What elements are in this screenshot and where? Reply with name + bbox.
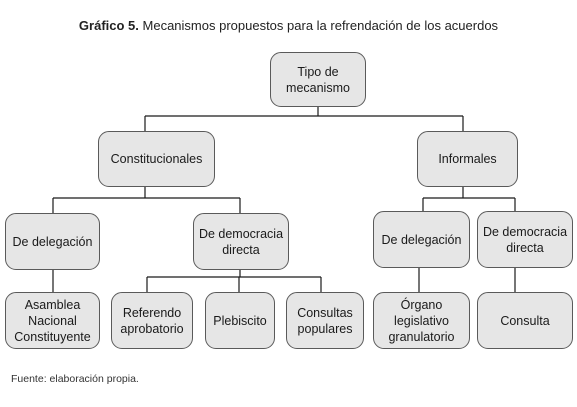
figure-caption: Gráfico 5. Mecanismos propuestos para la… (0, 18, 577, 33)
node-constitucionales: Constitucionales (98, 131, 215, 187)
node-de-democracia-directa-informal: De democracia directa (477, 211, 573, 268)
node-de-democracia-directa-constitucional: De democracia directa (193, 213, 289, 270)
figure-label: Gráfico 5. (78, 18, 139, 33)
node-referendo-aprobatorio: Referendo aprobatorio (111, 292, 193, 349)
node-consulta: Consulta (477, 292, 573, 349)
link-constitucionales-children (52, 187, 241, 213)
source-note: Fuente: elaboración propia. (11, 373, 139, 385)
link-root-children (144, 107, 464, 131)
node-de-delegacion-informal: De delegación (373, 211, 470, 268)
link-informales-children (422, 187, 516, 211)
node-consultas-populares: Consultas populares (286, 292, 364, 349)
node-tipo-de-mecanismo: Tipo de mecanismo (270, 52, 366, 107)
node-informales: Informales (417, 131, 518, 187)
node-plebiscito: Plebiscito (205, 292, 275, 349)
node-organo-legislativo-granulatorio: Órgano legislativo granulatorio (373, 292, 470, 349)
node-asamblea-nacional-constituyente: Asamblea Nacional Constituyente (5, 292, 100, 349)
link-democracia-const-children (146, 270, 322, 292)
node-de-delegacion-constitucional: De delegación (5, 213, 100, 270)
figure-title: Mecanismos propuestos para la refrendaci… (142, 18, 499, 33)
